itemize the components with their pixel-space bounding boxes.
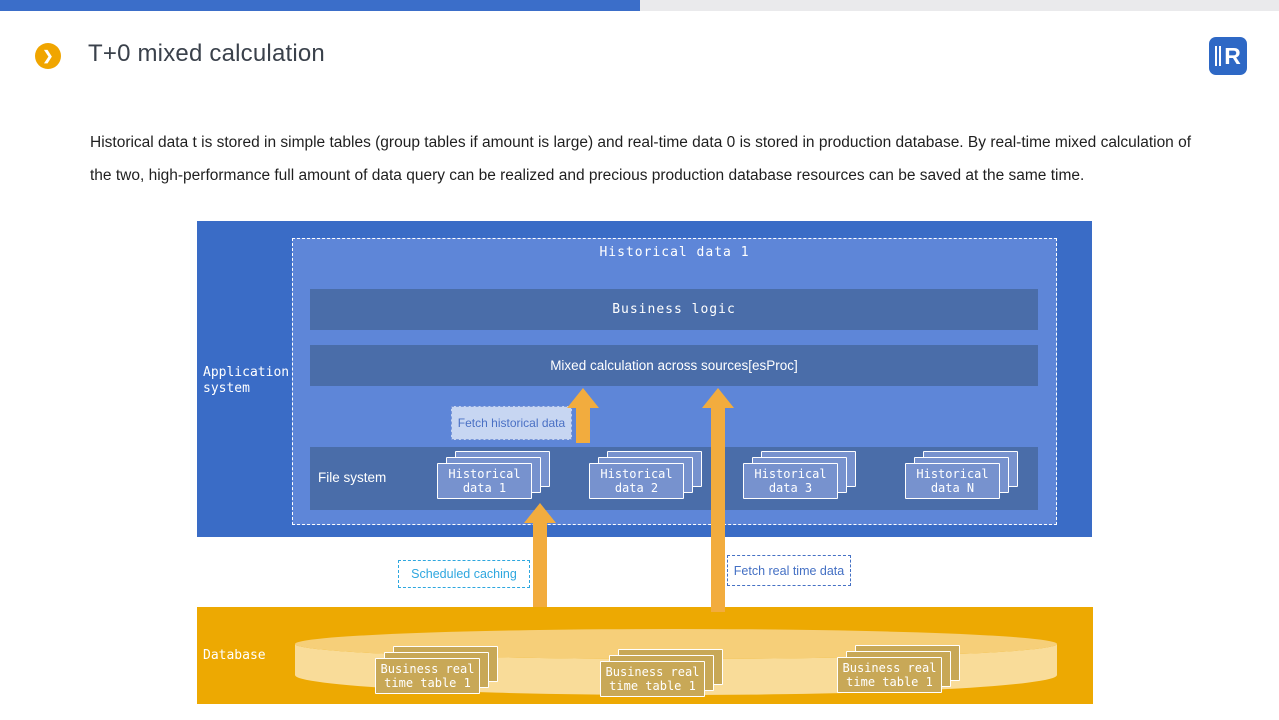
- chevron-right-icon: ❯: [42, 48, 54, 63]
- arrow-scheduled-caching: [533, 521, 547, 607]
- arrow-fetch-historical-head-icon: [567, 388, 599, 408]
- title-bullet-chevron-icon: ❯: [35, 43, 61, 69]
- business-realtime-table-stack-1: Business real time table 1: [375, 646, 500, 694]
- business-realtime-table-stack-3: Business real time table 1: [837, 645, 962, 693]
- logo-letter: R: [1224, 42, 1241, 69]
- application-system-label: Application system: [203, 365, 290, 396]
- historical-data-1-stack: Historical data 1: [437, 451, 552, 499]
- business-realtime-table-card-1: Business real time table 1: [375, 658, 480, 694]
- file-system-label: File system: [318, 470, 387, 485]
- scheduled-caching-label: Scheduled caching: [398, 560, 530, 588]
- arrow-fetch-realtime: [711, 406, 725, 612]
- business-realtime-table-card-3: Business real time table 1: [837, 657, 942, 693]
- top-accent-bar: [0, 0, 640, 11]
- historical-data-title: Historical data 1: [599, 245, 750, 260]
- historical-data-3-card: Historical data 3: [743, 463, 838, 499]
- logo-bars-icon: [1215, 46, 1222, 66]
- arrow-fetch-realtime-head-icon: [702, 388, 734, 408]
- historical-data-2-stack: Historical data 2: [589, 451, 704, 499]
- database-label: Database: [203, 648, 266, 663]
- page-title: T+0 mixed calculation: [88, 40, 325, 67]
- historical-data-1-card: Historical data 1: [437, 463, 532, 499]
- arrow-fetch-historical: [576, 405, 590, 443]
- top-gray-bar: [640, 0, 1279, 11]
- fetch-realtime-data-label: Fetch real time data: [727, 555, 851, 586]
- arrow-scheduled-caching-head-icon: [524, 503, 556, 523]
- mixed-calculation-bar: Mixed calculation across sources[esProc]: [310, 345, 1038, 386]
- intro-paragraph: Historical data t is stored in simple ta…: [90, 134, 1192, 184]
- company-logo: R: [1209, 37, 1247, 75]
- historical-data-2-card: Historical data 2: [589, 463, 684, 499]
- historical-data-n-card: Historical data N: [905, 463, 1000, 499]
- fetch-historical-data-label: Fetch historical data: [451, 406, 572, 440]
- business-logic-bar: Business logic: [310, 289, 1038, 330]
- historical-data-3-stack: Historical data 3: [743, 451, 858, 499]
- business-realtime-table-stack-2: Business real time table 1: [600, 649, 725, 697]
- historical-data-n-stack: Historical data N: [905, 451, 1020, 499]
- business-realtime-table-card-2: Business real time table 1: [600, 661, 705, 697]
